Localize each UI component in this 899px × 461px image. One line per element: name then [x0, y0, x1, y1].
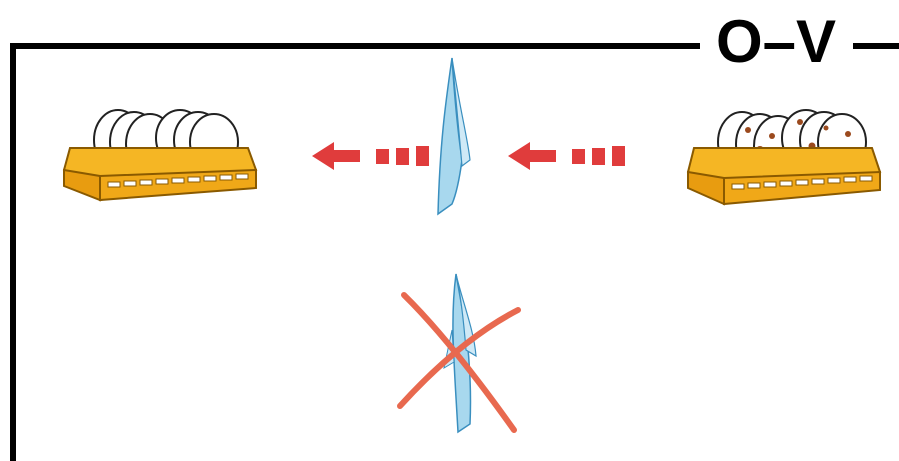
arrow-left-icon — [312, 142, 429, 170]
curtain-flap-icon — [444, 274, 476, 432]
arrow-left-icon — [508, 142, 625, 170]
curtain-flap-icon — [438, 58, 470, 214]
dirty-dish-rack-icon — [688, 110, 880, 204]
clean-dish-rack-icon — [64, 110, 256, 200]
